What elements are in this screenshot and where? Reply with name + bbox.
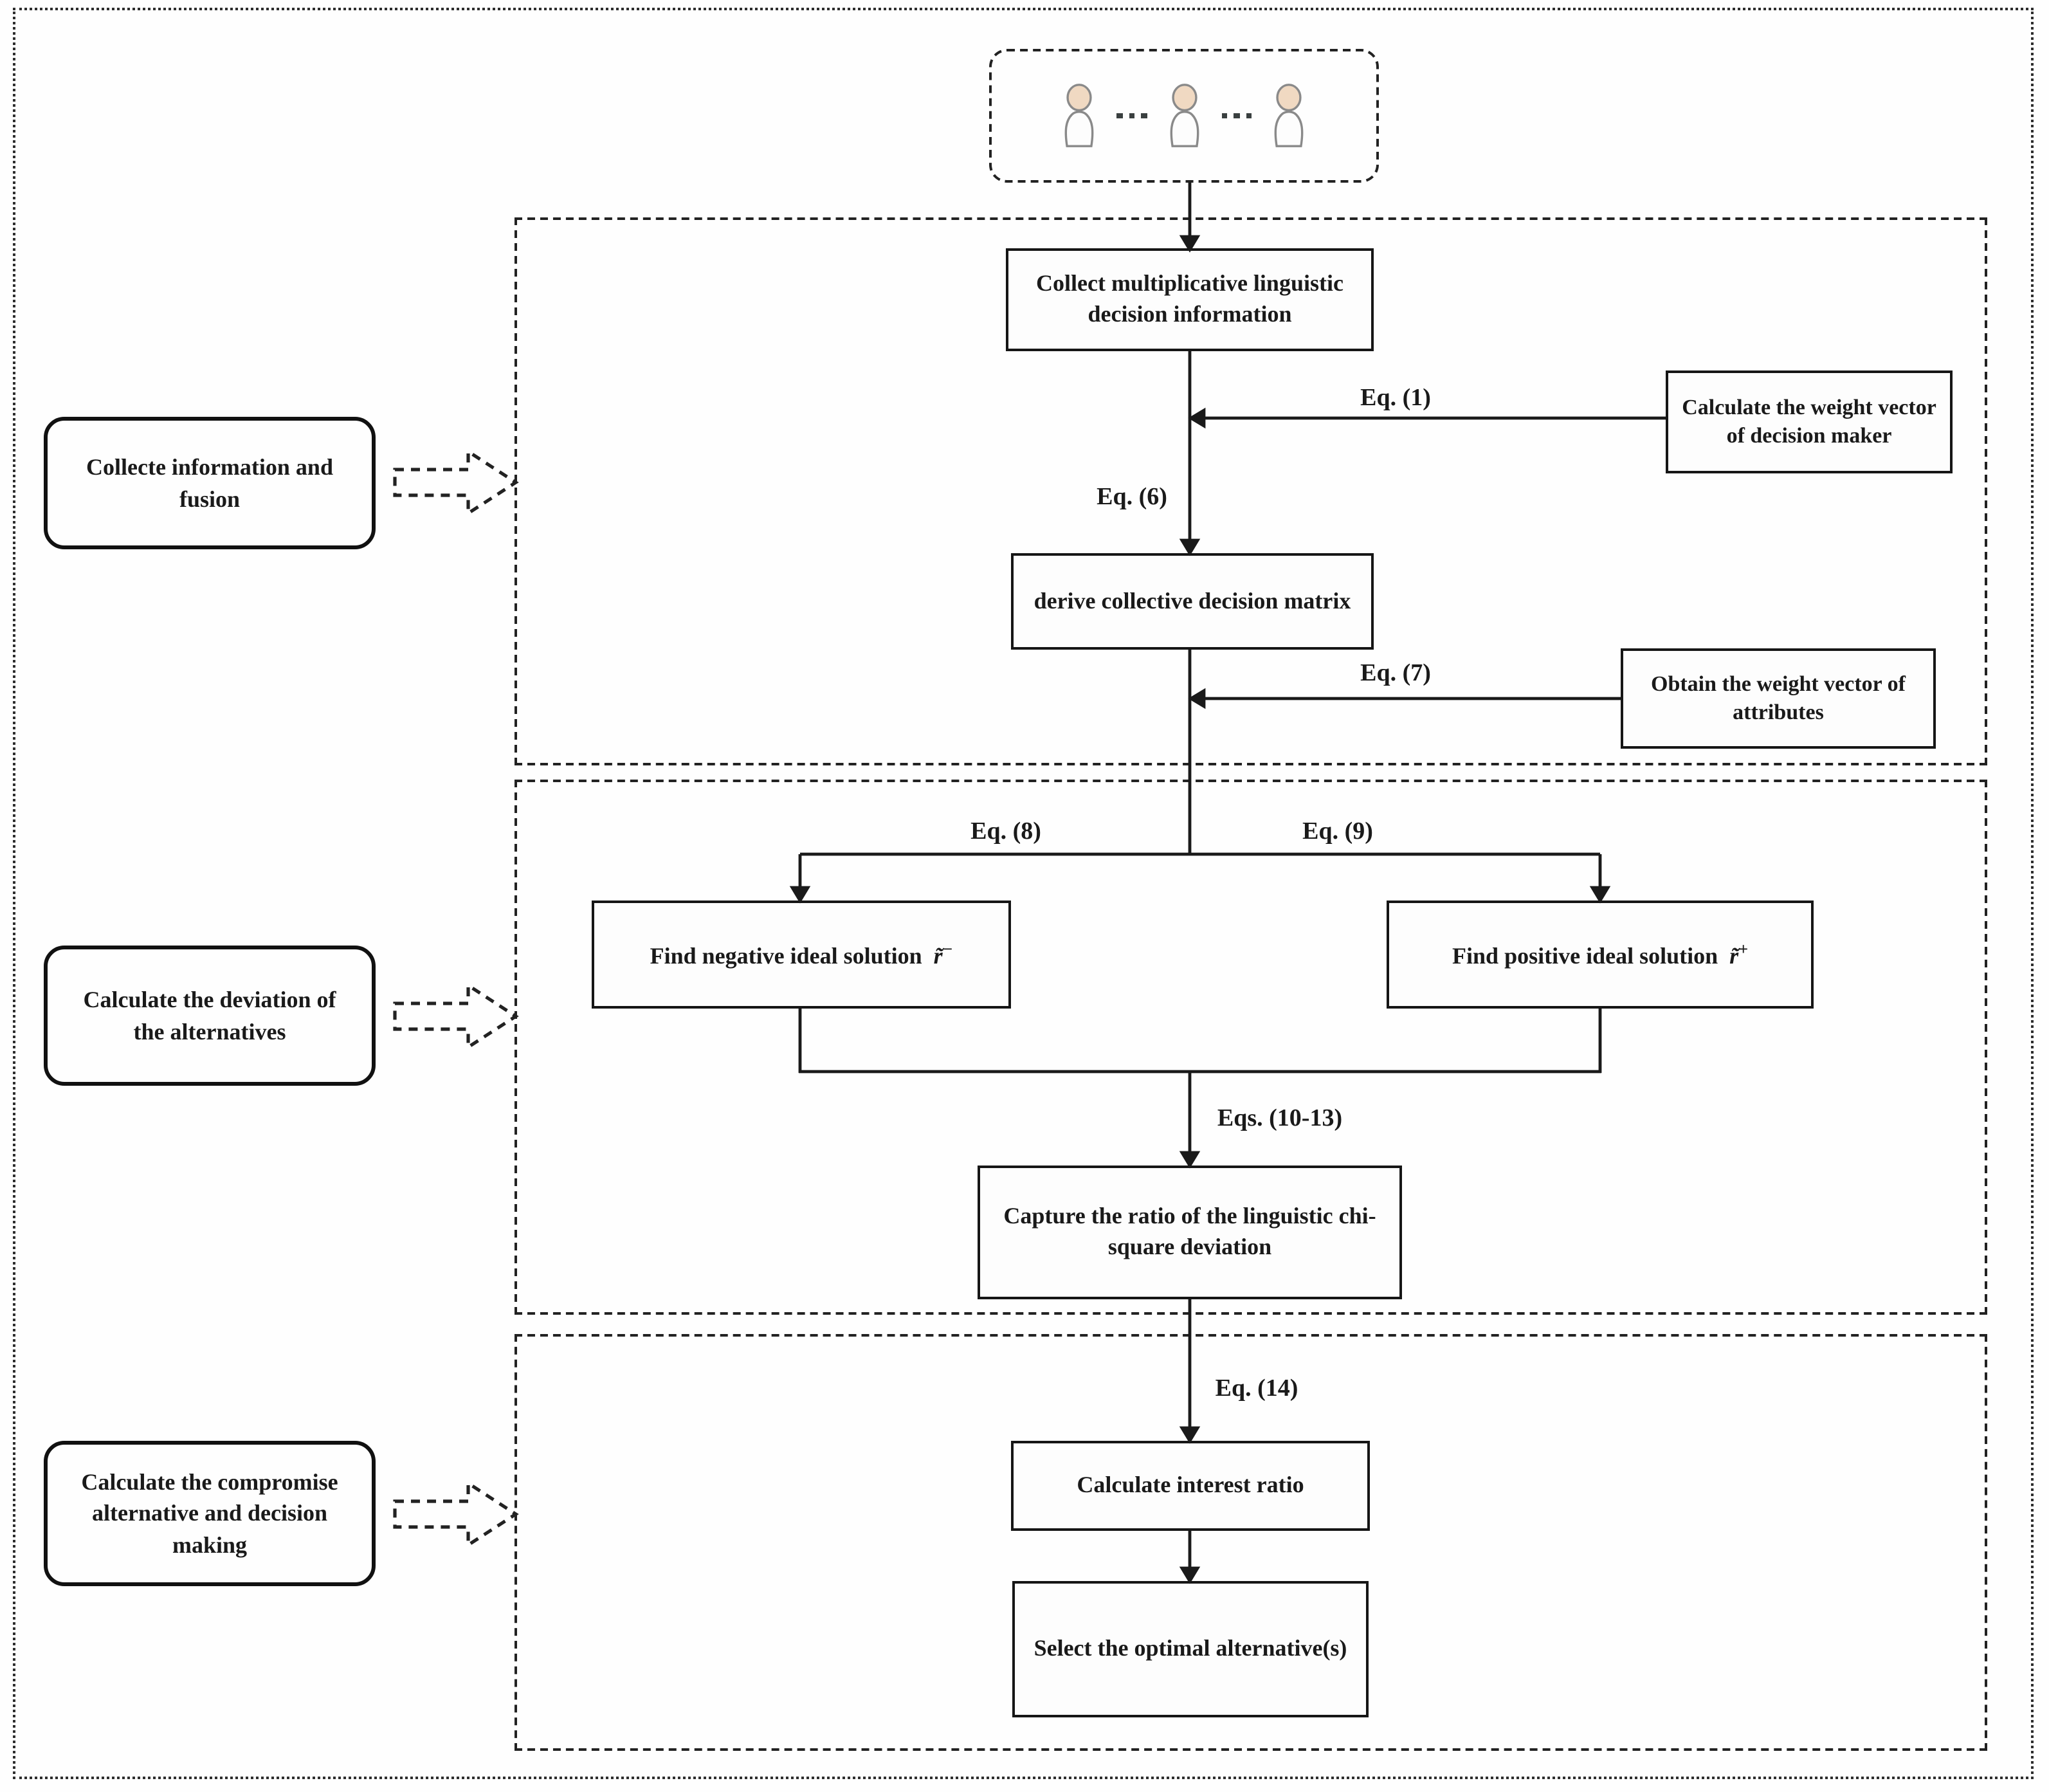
dashed-right-arrow-icon [393,448,519,517]
node-collect-information: Collect multiplicative linguistic decisi… [1006,248,1374,351]
node-capture-chi-square-ratio: Capture the ratio of the linguistic chi-… [978,1166,1402,1299]
region-compromise-decision [515,1334,1987,1751]
edge-label-eq14: Eq. (14) [1215,1375,1298,1402]
decision-makers-group [989,49,1379,183]
stage-compromise-decision-making: Calculate the compromise alternative and… [44,1441,376,1586]
stage-label: Collecte information and fusion [86,454,333,511]
node-label: Collect multiplicative linguistic decisi… [1036,270,1343,327]
stage-calculate-deviation: Calculate the deviation of the alternati… [44,946,376,1086]
edge-label-eq1: Eq. (1) [1360,385,1431,412]
node-negative-ideal-solution: Find negative ideal solution r̃− [592,901,1011,1009]
person-icon [1169,84,1199,147]
node-weight-vector-attributes: Obtain the weight vector of attributes [1621,648,1936,749]
node-label: Capture the ratio of the linguistic chi-… [1003,1203,1376,1260]
node-calculate-interest-ratio: Calculate interest ratio [1011,1441,1370,1531]
dashed-right-arrow-icon [393,982,519,1050]
node-label: Obtain the weight vector of attributes [1651,671,1906,724]
node-select-optimal-alternative: Select the optimal alternative(s) [1012,1581,1369,1717]
stage-label: Calculate the deviation of the alternati… [83,987,336,1044]
symbol-r-tilde-minus: r̃− [933,938,953,969]
node-label: Calculate interest ratio [1077,1472,1304,1498]
edge-label-eq6: Eq. (6) [1097,484,1167,511]
ellipsis-dots-icon [1221,113,1252,119]
node-label: Find negative ideal solution r̃− [650,938,953,969]
node-positive-ideal-solution: Find positive ideal solution r̃+ [1387,901,1814,1009]
edge-label-eq8: Eq. (8) [970,818,1041,845]
outer-dotted-border [13,8,2034,1779]
node-label: Calculate the weight vector of decision … [1682,394,1936,448]
person-icon [1064,84,1094,147]
edge-label-eq7: Eq. (7) [1360,660,1431,687]
stage-collect-information-fusion: Collecte information and fusion [44,417,376,549]
node-derive-collective-matrix: derive collective decision matrix [1011,553,1374,650]
edge-label-eqs10-13: Eqs. (10-13) [1217,1105,1343,1132]
stage-label: Calculate the compromise alternative and… [81,1469,338,1558]
node-label: Select the optimal alternative(s) [1034,1635,1347,1661]
ellipsis-dots-icon [1116,113,1147,119]
dashed-right-arrow-icon [393,1480,519,1548]
node-label: derive collective decision matrix [1034,587,1351,614]
region-collect-and-fusion [515,217,1987,765]
node-weight-vector-decision-maker: Calculate the weight vector of decision … [1666,370,1953,473]
symbol-r-tilde-plus: r̃+ [1729,938,1748,969]
region-deviation-calculation [515,780,1987,1315]
edge-label-eq9: Eq. (9) [1302,818,1373,845]
person-icon [1274,84,1304,147]
node-label: Find positive ideal solution r̃+ [1452,938,1748,969]
